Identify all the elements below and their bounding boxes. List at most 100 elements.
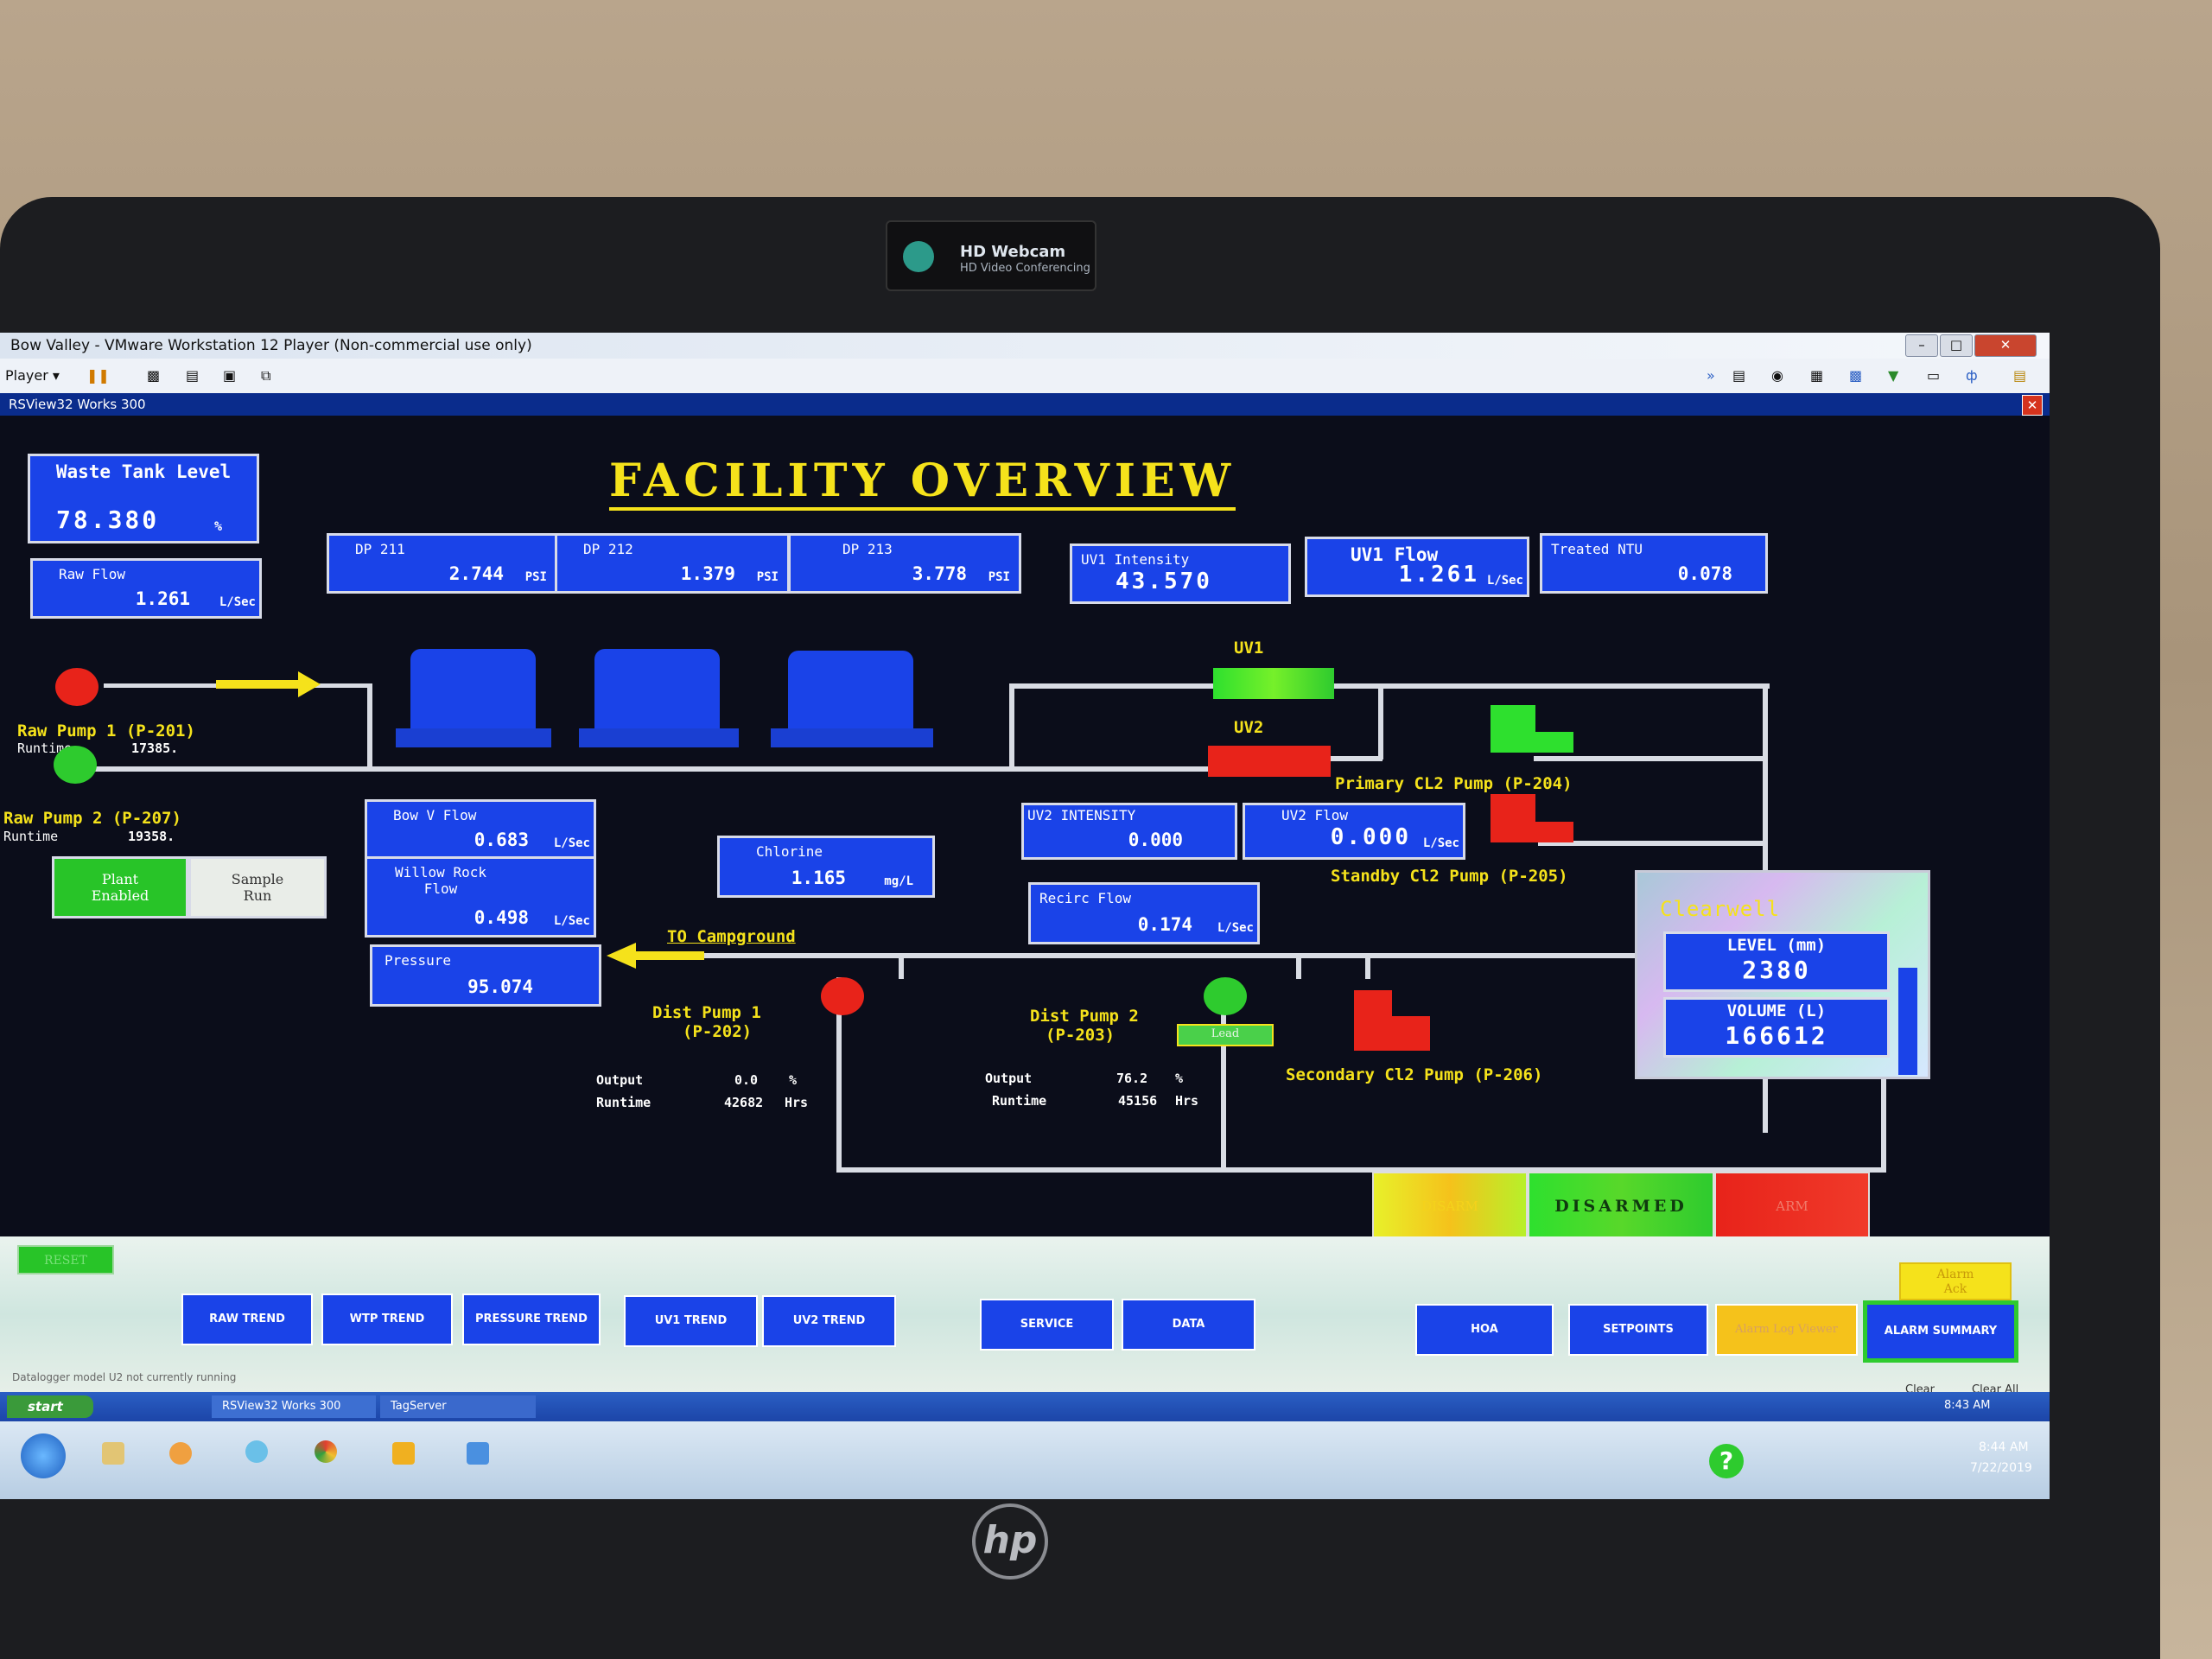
app-icon[interactable] xyxy=(467,1442,489,1465)
pipe xyxy=(1538,841,1767,846)
chrome-icon[interactable] xyxy=(315,1440,337,1463)
media-player-icon[interactable] xyxy=(169,1442,192,1465)
dist-pump-1-output: 0.0 xyxy=(734,1072,759,1088)
maximize-button[interactable]: □ xyxy=(1940,334,1973,357)
message-log-icon[interactable]: ▤ xyxy=(2013,367,2027,384)
arrow-left-icon xyxy=(607,943,636,969)
window-title: Bow Valley - VMware Workstation 12 Playe… xyxy=(10,337,532,354)
flow-arrow xyxy=(635,951,704,960)
service-button[interactable]: SERVICE xyxy=(980,1299,1114,1351)
guest-clock: 8:43 AM xyxy=(1944,1399,1991,1412)
network-icon[interactable]: ▩ xyxy=(1849,367,1863,384)
hp-logo: hp xyxy=(972,1503,1048,1580)
disk-icon[interactable]: ▤ xyxy=(1732,367,1746,384)
cd-icon[interactable]: ◉ xyxy=(1771,367,1783,384)
dp-211-value: 2.744 xyxy=(448,563,504,584)
dp-211-unit: PSI xyxy=(524,570,547,584)
uv2-unit[interactable] xyxy=(1208,746,1331,777)
host-taskbar: ? 8:44 AM 7/22/2019 xyxy=(0,1421,2050,1499)
setpoints-button[interactable]: SETPOINTS xyxy=(1568,1304,1708,1356)
pause-icon[interactable]: ❚❚ xyxy=(86,367,110,384)
vmware-icon[interactable] xyxy=(392,1442,415,1465)
waste-tank-unit: % xyxy=(213,518,222,534)
webcam-sticker: HD Webcam HD Video Conferencing xyxy=(886,220,1096,291)
dp-212-display: DP 212 1.379 PSI xyxy=(555,533,790,594)
display-icon[interactable]: ▭ xyxy=(1927,367,1941,384)
control-bar: RESET Alarm Ack RAW TREND WTP TREND PRES… xyxy=(0,1236,2050,1396)
pipe xyxy=(836,977,842,1172)
dist-pump-1[interactable] xyxy=(821,977,864,1015)
usb-icon[interactable]: ▼ xyxy=(1888,367,1899,384)
screen: Bow Valley - VMware Workstation 12 Playe… xyxy=(0,333,2050,1499)
recirc-flow-value: 0.174 xyxy=(1137,914,1192,935)
pressure-display: Pressure 95.074 xyxy=(370,944,601,1007)
hoa-button[interactable]: HOA xyxy=(1415,1304,1554,1356)
clearwell-title: Clearwell xyxy=(1660,897,1781,921)
filter-tank xyxy=(594,649,720,735)
willow-rock-flow-value: 0.498 xyxy=(474,907,529,928)
dp-212-unit: PSI xyxy=(756,570,779,584)
plant-enabled-button[interactable]: Plant Enabled xyxy=(52,856,188,918)
floppy-icon[interactable]: ▦ xyxy=(1810,367,1824,384)
explorer-icon[interactable] xyxy=(102,1442,124,1465)
raw-trend-button[interactable]: RAW TREND xyxy=(181,1294,313,1345)
uv1-flow-display: UV1 Flow 1.261 L/Sec xyxy=(1305,537,1529,597)
close-window-button[interactable]: ✕ xyxy=(1974,334,2037,357)
pipe xyxy=(1534,756,1767,761)
uv2-flow-unit: L/Sec xyxy=(1422,836,1459,850)
treated-ntu-display: Treated NTU 0.078 xyxy=(1540,533,1768,594)
primary-cl2-pump-body[interactable] xyxy=(1491,732,1573,753)
sample-run-button[interactable]: Sample Run xyxy=(188,856,327,918)
dist-pump-2[interactable] xyxy=(1204,977,1247,1015)
help-icon[interactable]: ? xyxy=(1709,1444,1744,1478)
minimize-button[interactable]: – xyxy=(1905,334,1938,357)
dp-213-value: 3.778 xyxy=(912,563,967,584)
secondary-cl2-pump-body[interactable] xyxy=(1354,1016,1430,1051)
windows-start-icon[interactable] xyxy=(21,1433,66,1478)
uv1-unit[interactable] xyxy=(1213,668,1334,699)
alarm-summary-button[interactable]: ALARM SUMMARY xyxy=(1863,1300,2018,1363)
dist-pump-1-output-unit: % xyxy=(789,1072,798,1088)
pressure-value: 95.074 xyxy=(467,976,533,997)
wtp-trend-button[interactable]: WTP TREND xyxy=(321,1294,453,1345)
pipe xyxy=(367,683,372,770)
more-devices-icon[interactable]: » xyxy=(1707,367,1715,384)
pipe xyxy=(1221,1012,1226,1172)
alarm-log-viewer-button[interactable]: Alarm Log Viewer xyxy=(1715,1304,1858,1356)
uv2-flow-value: 0.000 xyxy=(1330,824,1411,850)
pipe xyxy=(1378,683,1383,760)
removable-devices-icon[interactable]: ▤ xyxy=(186,367,200,384)
uv2-trend-button[interactable]: UV2 TREND xyxy=(762,1295,896,1347)
player-menu[interactable]: Player ▾ xyxy=(5,367,60,384)
raw-pump-1[interactable] xyxy=(55,668,99,706)
standby-cl2-pump-body[interactable] xyxy=(1491,822,1573,842)
dist-pump-2-output-unit: % xyxy=(1175,1071,1184,1086)
ie-icon[interactable] xyxy=(245,1440,268,1463)
disarm-button[interactable]: DISARM xyxy=(1372,1172,1528,1241)
arm-button[interactable]: ARM xyxy=(1714,1172,1870,1241)
taskbar-item-tagserver[interactable]: TagServer xyxy=(380,1395,536,1418)
filter-tank-base xyxy=(771,728,933,747)
start-button[interactable]: start xyxy=(7,1395,93,1418)
dist-pump-1-runtime: 42682 xyxy=(724,1095,764,1110)
send-keys-icon[interactable]: ▩ xyxy=(147,367,161,384)
uv2-label: UV2 xyxy=(1234,718,1264,737)
dist-pump-2-runtime-unit: Hrs xyxy=(1175,1093,1199,1109)
data-button[interactable]: DATA xyxy=(1122,1299,1255,1351)
reset-button[interactable]: RESET xyxy=(17,1245,114,1274)
clearwell-level-bar xyxy=(1898,968,1917,1075)
dist-pump-2-output: 76.2 xyxy=(1116,1071,1148,1086)
unity-icon[interactable]: ⧉ xyxy=(261,367,271,384)
status-message: Datalogger model U2 not currently runnin… xyxy=(12,1371,237,1383)
app-close-icon[interactable]: ✕ xyxy=(2022,395,2043,416)
dp-212-value: 1.379 xyxy=(680,563,735,584)
raw-pump-2[interactable] xyxy=(54,746,97,784)
fullscreen-icon[interactable]: ▣ xyxy=(223,367,237,384)
alarm-ack-button[interactable]: Alarm Ack xyxy=(1899,1262,2012,1300)
secondary-cl2-pump-label: Secondary Cl2 Pump (P-206) xyxy=(1286,1065,1543,1084)
taskbar-item-rsview[interactable]: RSView32 Works 300 xyxy=(212,1395,376,1418)
pressure-trend-button[interactable]: PRESSURE TREND xyxy=(462,1294,601,1345)
bluetooth-icon[interactable]: ф xyxy=(1966,367,1978,384)
uv1-trend-button[interactable]: UV1 TREND xyxy=(624,1295,758,1347)
uv1-flow-value: 1.261 xyxy=(1398,562,1479,588)
